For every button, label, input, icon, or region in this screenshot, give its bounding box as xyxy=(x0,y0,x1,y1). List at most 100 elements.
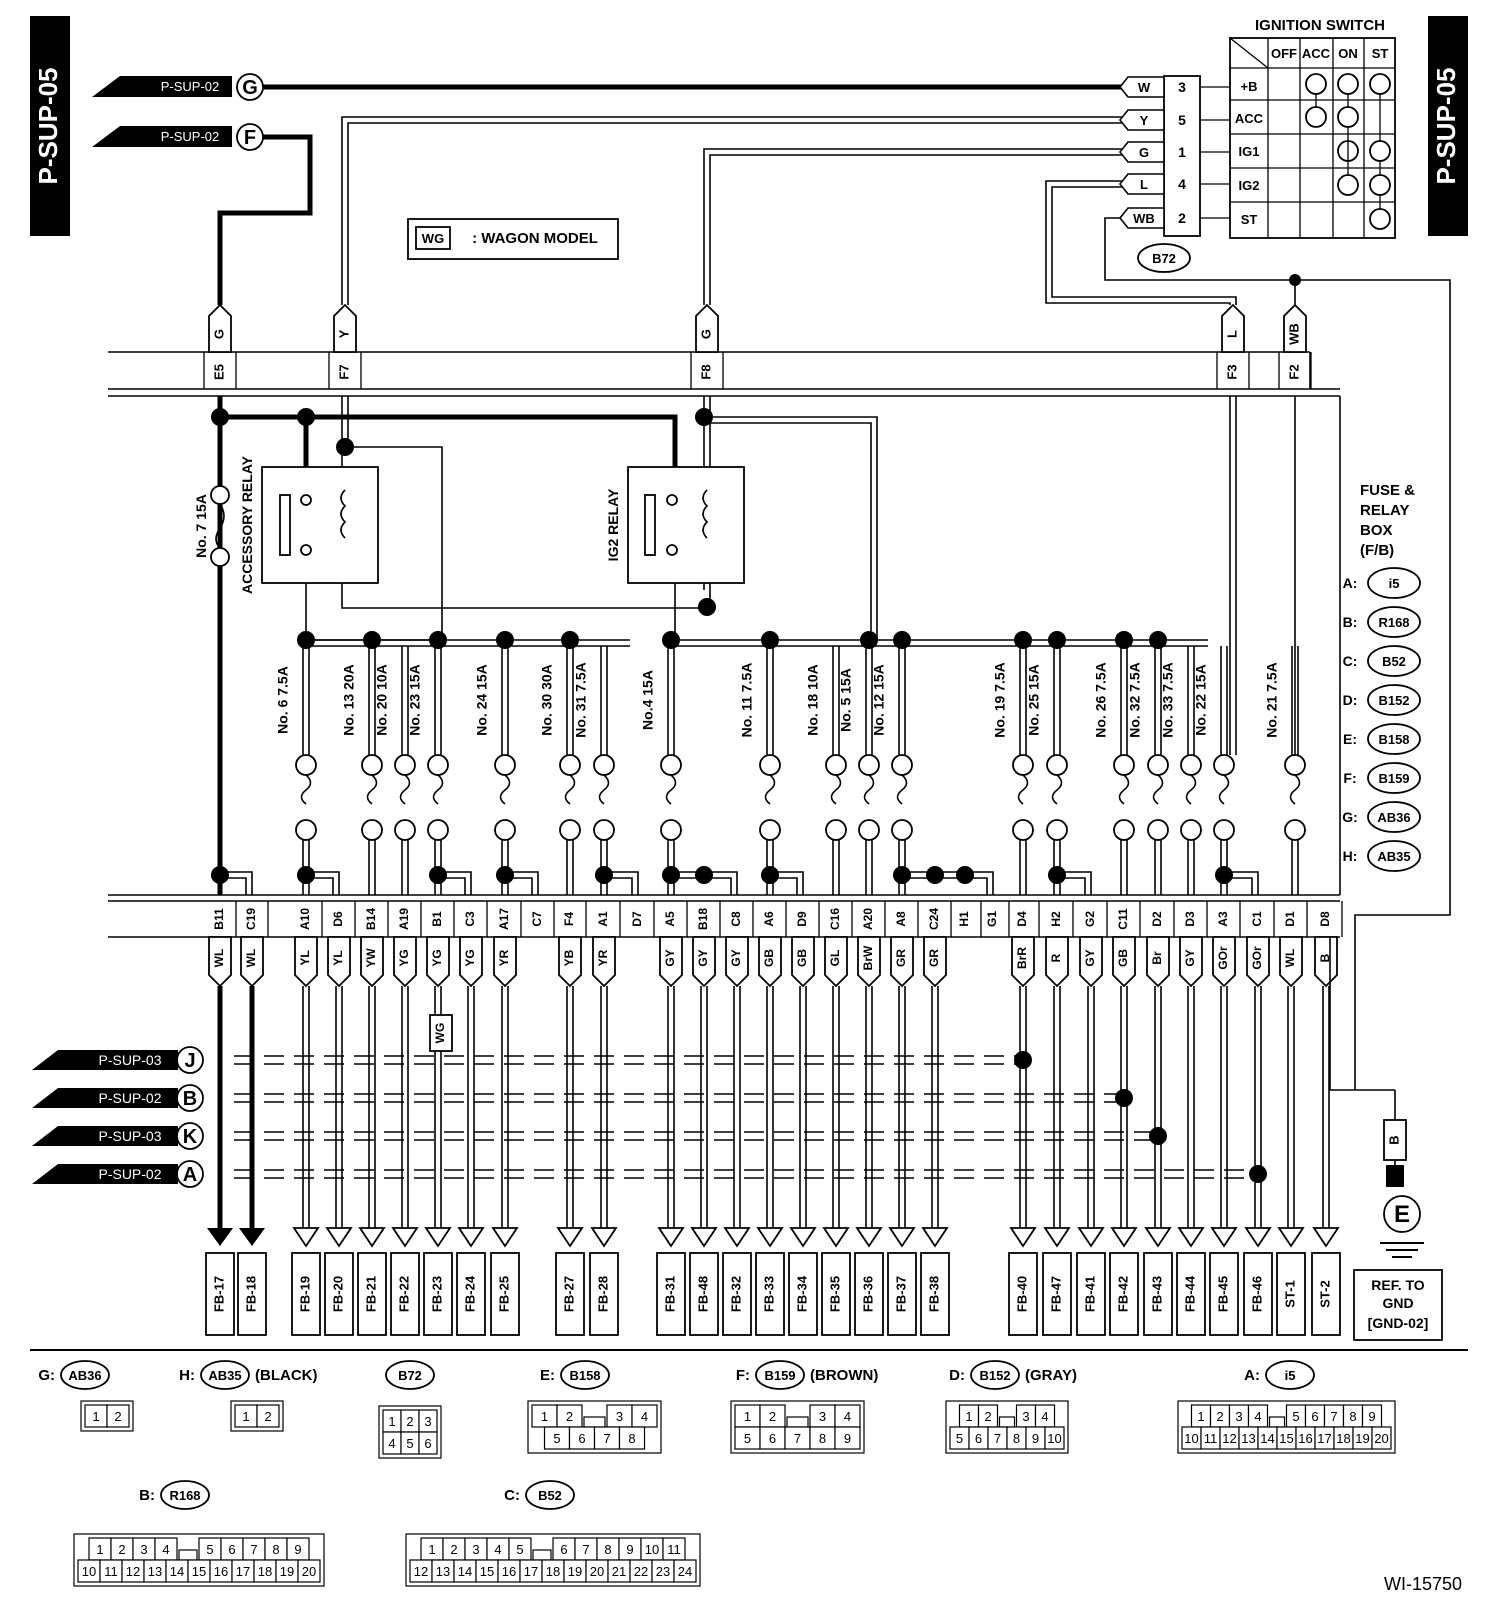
fuse-no7[interactable]: No. 7 15A xyxy=(193,485,230,567)
fuse[interactable]: No. 31 7.5A xyxy=(573,646,615,895)
svg-text:7: 7 xyxy=(994,1431,1001,1446)
fuse[interactable]: No. 26 7.5A xyxy=(1093,646,1135,895)
fuse-box-connector[interactable]: H:AB35 xyxy=(1343,840,1421,872)
svg-text:B:: B: xyxy=(139,1487,155,1504)
fuse[interactable]: No. 33 7.5A xyxy=(1160,646,1202,895)
fuse[interactable]: No. 11 7.5A xyxy=(739,646,781,895)
fuse-box-connector[interactable]: B:R168 xyxy=(1343,606,1421,638)
fuse-box-connector[interactable]: E:B158 xyxy=(1343,723,1421,755)
top-pin[interactable]: LF3 xyxy=(1216,303,1250,389)
fuse[interactable]: No. 5 15A xyxy=(838,646,880,895)
svg-text:FB-38: FB-38 xyxy=(926,1276,941,1312)
svg-text:B1: B1 xyxy=(430,911,444,927)
ig2-relay[interactable]: IG2 RELAY xyxy=(605,466,745,584)
fuse[interactable]: No. 18 10A xyxy=(805,646,847,895)
fuse-box-connector[interactable]: D:B152 xyxy=(1343,684,1421,716)
fuse[interactable]: No. 13 20A xyxy=(341,646,383,895)
fuse-box-connector[interactable]: A:i5 xyxy=(1343,567,1421,599)
bottom-pin[interactable]: D7 xyxy=(630,901,655,937)
svg-text:A:: A: xyxy=(1244,1367,1260,1384)
page-ref-right[interactable]: P-SUP-05 xyxy=(1428,16,1468,236)
fuse[interactable]: No. 20 10A xyxy=(374,646,416,895)
bottom-pin[interactable]: G1 xyxy=(985,901,1010,937)
fuse[interactable]: No. 21 7.5A xyxy=(1264,646,1306,895)
svg-text:[GND-02]: [GND-02] xyxy=(1368,1315,1429,1331)
top-pin[interactable]: GE5 xyxy=(203,303,237,389)
ground-e[interactable]: B E REF. TO GND [GND-02] xyxy=(1329,937,1443,1341)
bottom-pin[interactable]: C7 xyxy=(530,901,555,937)
page-ref-left[interactable]: P-SUP-05 xyxy=(30,16,70,236)
svg-text:No. 32 7.5A: No. 32 7.5A xyxy=(1127,662,1143,737)
fuse-box-connector[interactable]: C:B52 xyxy=(1343,645,1421,677)
fuse-box-connector[interactable]: G:AB36 xyxy=(1342,801,1421,833)
ignition-connector-b72[interactable]: 3 5 1 4 2 W Y G L WB B72 xyxy=(1118,75,1230,273)
top-pin[interactable]: GF8 xyxy=(690,303,724,389)
fuse-box-connector[interactable]: F:B159 xyxy=(1343,762,1421,794)
svg-text:11: 11 xyxy=(667,1542,681,1557)
bottom-pin[interactable]: H1 xyxy=(957,901,982,937)
top-pin[interactable]: YF7 xyxy=(328,303,362,389)
input-ref-g[interactable]: P-SUP-02 G xyxy=(92,73,264,101)
svg-text:FB-21: FB-21 xyxy=(363,1276,378,1312)
fuse[interactable]: No. 19 7.5A xyxy=(992,646,1034,895)
fuse[interactable]: No. 24 15A xyxy=(474,646,516,895)
input-ref-f[interactable]: P-SUP-02 F xyxy=(92,123,264,151)
fuse[interactable]: No. 32 7.5A xyxy=(1127,646,1169,895)
svg-text:5: 5 xyxy=(744,1431,751,1446)
accessory-relay[interactable]: ACCESSORY RELAY xyxy=(239,455,379,594)
ignition-switch[interactable]: IGNITION SWITCH OFF ACC ON ST +B ACC IG1… xyxy=(1229,17,1396,239)
svg-text:1: 1 xyxy=(388,1414,395,1429)
fuse[interactable]: No. 30 30A xyxy=(539,646,581,895)
fuse[interactable]: No.4 15A xyxy=(640,646,682,895)
svg-text:23: 23 xyxy=(656,1564,670,1579)
fuse[interactable]: No. 12 15A xyxy=(871,646,913,895)
svg-text:6: 6 xyxy=(560,1542,567,1557)
fuse[interactable]: No. 23 15A xyxy=(407,646,449,895)
fuse[interactable]: No. 6 7.5A xyxy=(275,646,317,895)
